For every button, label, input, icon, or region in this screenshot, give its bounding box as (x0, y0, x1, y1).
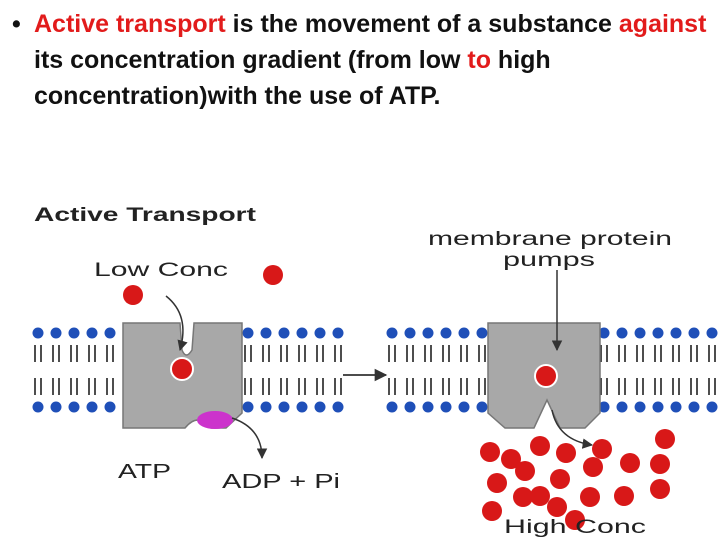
phospholipid (670, 327, 682, 413)
molecule-high-conc (480, 442, 500, 462)
phospholipid (386, 327, 398, 413)
phospholipid (616, 327, 628, 413)
phospholipid (278, 327, 290, 413)
molecule-high-conc (482, 501, 502, 521)
molecule-high-conc (530, 486, 550, 506)
term-active-transport: Active transport (34, 10, 226, 38)
molecule-high-conc (556, 443, 576, 463)
term-against: against (618, 10, 707, 38)
high-conc-molecules (480, 429, 675, 530)
molecule-high-conc (580, 487, 600, 507)
phospholipid (706, 327, 718, 413)
phospholipid (688, 327, 700, 413)
term-to: to (467, 46, 491, 74)
bullet-paragraph: • Active transport is the movement of a … (12, 6, 712, 114)
molecule-high-conc (650, 479, 670, 499)
molecule-high-conc (583, 457, 603, 477)
phospholipid (332, 327, 344, 413)
definition-part: its concentration gradient (from low (34, 46, 468, 74)
bullet-glyph: • (12, 10, 21, 38)
phospholipid (314, 327, 326, 413)
phospholipid (242, 327, 254, 413)
phospholipid (458, 327, 470, 413)
molecule-in-right-pump (534, 364, 558, 388)
molecule-high-conc (655, 429, 675, 449)
pumps-label: pumps (503, 250, 595, 271)
molecule-high-conc (620, 453, 640, 473)
molecule-high-conc (547, 497, 567, 517)
phospholipid (634, 327, 646, 413)
molecule-low-conc (263, 265, 283, 285)
molecule-high-conc (592, 439, 612, 459)
phospholipid (260, 327, 272, 413)
molecule-in-left-pump (170, 357, 194, 381)
molecule-high-conc (550, 469, 570, 489)
phospholipid (652, 327, 664, 413)
molecule-high-conc (565, 510, 585, 530)
molecule-low-conc (123, 285, 143, 305)
membrane-protein-label: membrane protein (428, 229, 672, 250)
phospholipid (404, 327, 416, 413)
molecule-high-conc (501, 449, 521, 469)
low-conc-label: Low Conc (94, 260, 228, 281)
adp-arrow (231, 417, 268, 460)
membrane-bilayer (32, 327, 718, 413)
molecule-high-conc (515, 461, 535, 481)
adp-pi-label: ADP + Pi (222, 471, 340, 493)
high-conc-label: High Conc (504, 517, 646, 538)
exit-arrow (551, 409, 594, 449)
molecule-high-conc (530, 436, 550, 456)
diagram-title: Active Transport (34, 205, 257, 226)
phospholipid (598, 327, 610, 413)
phospholipid (32, 327, 44, 413)
phospholipid (86, 327, 98, 413)
phospholipid (68, 327, 80, 413)
phospholipid (422, 327, 434, 413)
definition-part: high concentration)with the use of ATP. (34, 46, 551, 110)
phospholipid (296, 327, 308, 413)
molecule-high-conc (650, 454, 670, 474)
molecule-high-conc (614, 486, 634, 506)
phospholipid (50, 327, 62, 413)
phospholipid (476, 327, 488, 413)
atp-binding-blob (197, 411, 233, 429)
molecule-high-conc (487, 473, 507, 493)
definition-text: Active transport is the movement of a su… (34, 6, 712, 114)
definition-part: is the movement of a substance (225, 10, 619, 38)
phospholipid (440, 327, 452, 413)
phospholipid (104, 327, 116, 413)
atp-label: ATP (118, 461, 171, 483)
entry-arrow (165, 295, 188, 352)
molecule-high-conc (513, 487, 533, 507)
